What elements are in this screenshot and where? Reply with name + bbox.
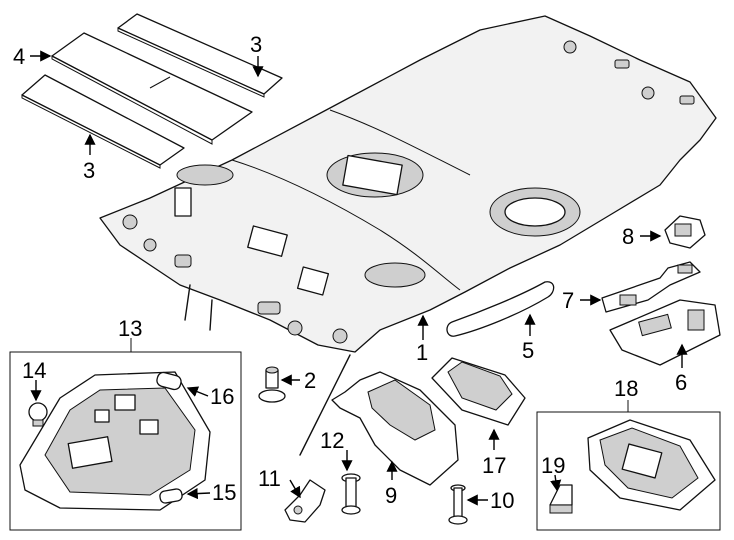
screw-2 <box>258 366 286 403</box>
callout-9: 9 <box>385 483 397 508</box>
callout-4: 4 <box>13 44 25 69</box>
callout-labels: 3 4 3 1 5 6 7 8 9 10 2 12 11 17 13 14 16… <box>13 32 687 513</box>
callout-16: 16 <box>210 384 234 409</box>
sun-visor <box>331 371 459 486</box>
callout-11: 11 <box>258 466 281 491</box>
callout-10: 10 <box>490 488 514 513</box>
callout-5: 5 <box>522 338 534 363</box>
bolt-10 <box>448 484 468 525</box>
dome-lamp-box-18 <box>536 400 721 531</box>
insulation-pad-lower <box>21 74 185 169</box>
callout-3-top: 3 <box>250 32 262 57</box>
clip-11 <box>284 479 326 523</box>
callout-13: 13 <box>118 316 142 341</box>
callout-6: 6 <box>675 370 687 395</box>
insulation-pad-middle <box>51 32 253 145</box>
headliner <box>99 15 717 456</box>
callout-7: 7 <box>562 288 574 313</box>
insulation-pad-upper <box>117 13 283 98</box>
bracket-6 <box>609 299 721 366</box>
callout-15: 15 <box>212 480 236 505</box>
callout-19: 19 <box>541 453 565 478</box>
callout-17: 17 <box>482 453 506 478</box>
bolt-12 <box>341 473 361 515</box>
bracket-8 <box>664 215 706 249</box>
callout-18: 18 <box>614 376 638 401</box>
callout-14: 14 <box>22 358 46 383</box>
grab-handle <box>446 281 555 337</box>
callout-3-bottom: 3 <box>83 158 95 183</box>
bracket-7 <box>601 261 701 313</box>
callout-8: 8 <box>622 224 634 249</box>
callout-2: 2 <box>304 368 316 393</box>
leader-lines <box>30 50 688 506</box>
callout-1: 1 <box>416 340 428 365</box>
console-box-13 <box>9 338 242 531</box>
map-lamp <box>431 357 526 426</box>
callout-12: 12 <box>320 428 344 453</box>
